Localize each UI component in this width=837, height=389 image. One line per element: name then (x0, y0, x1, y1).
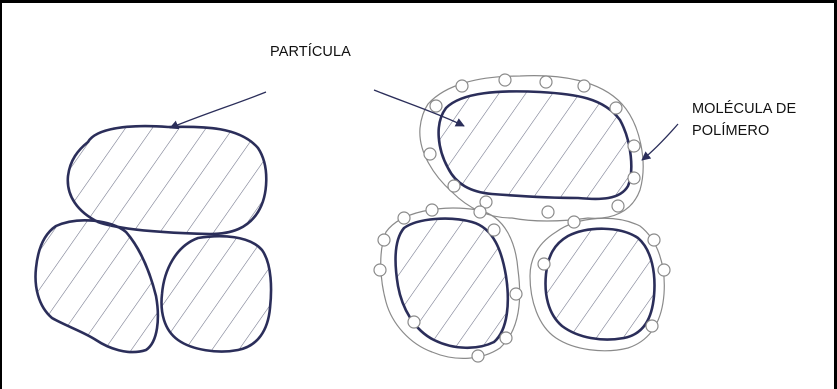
polymer-bead (510, 288, 522, 300)
particle-shape-top-left (68, 126, 266, 234)
polymer-bead (610, 102, 622, 114)
particle-shape-bottom-middle (162, 236, 272, 351)
bare-particle-cluster (36, 126, 272, 352)
polymer-bead (474, 206, 486, 218)
polymer-bead (542, 206, 554, 218)
polymer-bead (448, 180, 460, 192)
polymer-label-line1: MOLÉCULA DE (692, 100, 796, 117)
polymer-arrow (642, 124, 678, 160)
polymer-bead (456, 80, 468, 92)
polymer-bead (578, 80, 590, 92)
polymer-bead (646, 320, 658, 332)
polymer-bead (488, 224, 500, 236)
particle-shape-bottom-left (36, 220, 158, 352)
polymer-bead (472, 350, 484, 362)
polymer-bead (374, 264, 386, 276)
particle-shape-bottom-right (546, 229, 655, 340)
polymer-bead (568, 216, 580, 228)
polymer-bead (628, 140, 640, 152)
polymer-bead (378, 234, 390, 246)
polymer-label-line2: POLÍMERO (692, 122, 769, 139)
particle-shape-top-right (439, 91, 632, 199)
particle-label: PARTÍCULA (270, 43, 351, 60)
polymer-bead (408, 316, 420, 328)
polymer-bead (499, 74, 511, 86)
polymer-bead (648, 234, 660, 246)
polymer-bead (424, 148, 436, 160)
polymer-bead (430, 100, 442, 112)
polymer-bead (398, 212, 410, 224)
polymer-bead (540, 76, 552, 88)
particle-shape-bottom-center (396, 219, 508, 348)
coated-particle-cluster (374, 74, 670, 362)
polymer-bead (612, 200, 624, 212)
polymer-bead (500, 332, 512, 344)
polymer-bead (628, 172, 640, 184)
polymer-bead (426, 204, 438, 216)
particle-arrow-left (170, 92, 266, 128)
polymer-bead (538, 258, 550, 270)
polymer-bead (658, 264, 670, 276)
